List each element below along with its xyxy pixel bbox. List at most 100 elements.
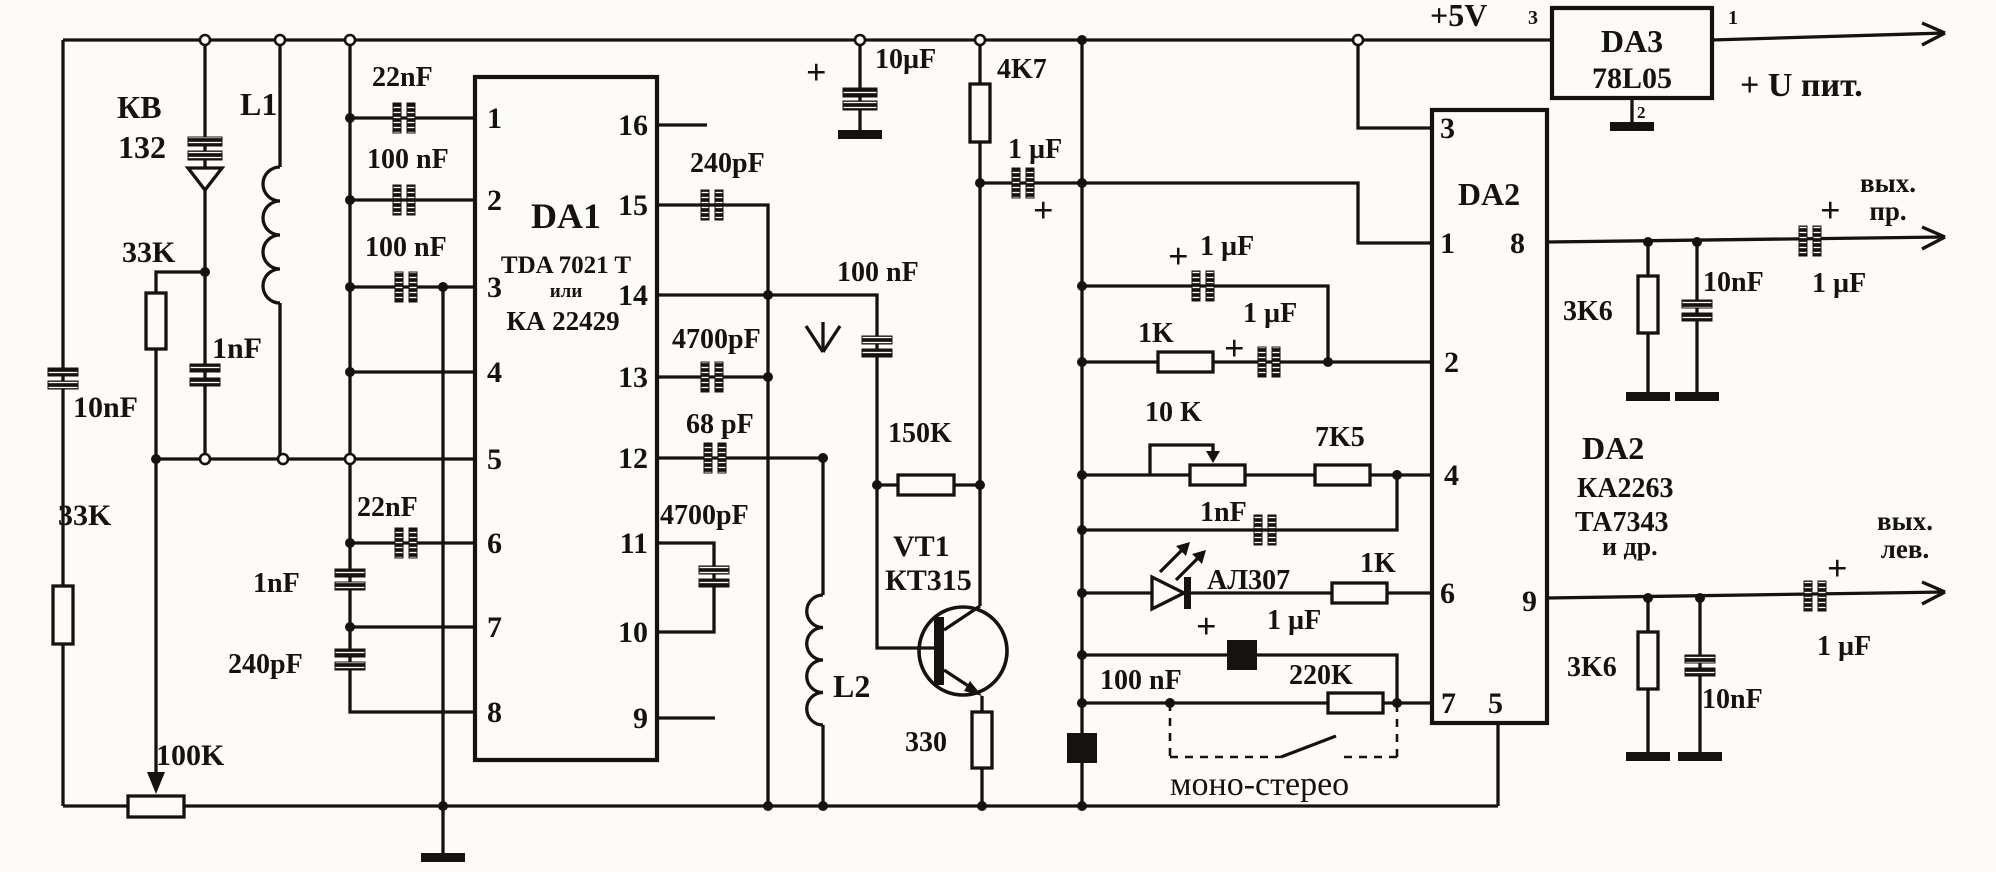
label-c68pf_p12: 68 pF xyxy=(686,409,754,440)
junction-dot xyxy=(200,267,210,277)
label-plus: + xyxy=(1820,190,1841,230)
label-plus: + xyxy=(1827,548,1848,588)
label-out_r2: пр. xyxy=(1869,196,1906,226)
capacitor-plate xyxy=(187,150,223,161)
label-upit: + U пит. xyxy=(1740,67,1863,104)
capacitor-plate xyxy=(703,442,713,474)
junction-ring xyxy=(853,33,867,47)
label-da2_left-5: 7 xyxy=(1441,687,1456,720)
label-da2_left-1: 1 xyxy=(1440,227,1455,260)
label-c1uf_c: 1 µF xyxy=(1243,298,1297,329)
capacitor-plate xyxy=(1681,312,1713,322)
junction-dot xyxy=(1077,35,1087,45)
label-r33k_top: 33K xyxy=(122,236,176,269)
junction-dot xyxy=(975,178,985,188)
ground-icon xyxy=(1610,122,1654,131)
label-c22nf_p1: 22nF xyxy=(372,62,433,93)
junction-dot xyxy=(1077,698,1087,708)
label-c10uf: 10µF xyxy=(875,44,936,75)
ic-da1 xyxy=(472,74,660,763)
label-c1nf_r: 1nF xyxy=(1200,497,1247,528)
label-r10k: 10 K xyxy=(1145,397,1202,428)
capacitor-plate xyxy=(1817,580,1827,612)
junction-ring xyxy=(273,33,287,47)
label-da2_name: DA2 xyxy=(1458,176,1520,212)
capacitor-1uf-square xyxy=(1227,640,1257,670)
label-da1_part2: КА 22429 xyxy=(506,306,619,336)
resistor-150k xyxy=(896,473,956,497)
junction-dot xyxy=(1077,357,1087,367)
capacitor-plate xyxy=(842,87,878,98)
label-da1_right-0: 16 xyxy=(618,109,648,142)
label-plus: + xyxy=(1033,190,1054,230)
inductor-l2 xyxy=(805,593,824,727)
label-plus: + xyxy=(806,52,827,92)
junction-dot xyxy=(872,480,882,490)
label-da1_left-1: 2 xyxy=(487,184,502,217)
label-da2_left-2: 2 xyxy=(1444,346,1459,379)
capacitor-plate xyxy=(189,377,221,387)
label-c10nf_b: 10nF xyxy=(1702,684,1763,715)
capacitor-plate xyxy=(1684,667,1716,677)
junction-dot xyxy=(977,801,987,811)
label-r3k6_b: 3K6 xyxy=(1567,652,1617,683)
label-da1_right-6: 10 xyxy=(618,616,648,649)
label-da1_right-3: 13 xyxy=(618,361,648,394)
label-r3k6_a: 3K6 xyxy=(1563,296,1613,327)
junction-dot xyxy=(1165,698,1175,708)
capacitor-plate xyxy=(394,271,404,303)
transistor-base-bar xyxy=(934,617,944,685)
label-led: АЛ307 xyxy=(1207,565,1290,596)
ground-icon xyxy=(1678,752,1722,761)
label-plus: + xyxy=(1224,328,1245,368)
junction-dot xyxy=(1695,593,1705,603)
wire xyxy=(1082,284,1330,362)
resistor-330 xyxy=(970,710,994,770)
label-c1nf_bus: 1nF xyxy=(253,568,300,599)
label-da2_left-4: 6 xyxy=(1440,577,1455,610)
junction-dot xyxy=(345,538,355,548)
label-da1_left-2: 3 xyxy=(487,271,502,304)
label-c100nf_p2: 100 nF xyxy=(367,144,449,175)
label-kt315: КТ315 xyxy=(885,564,972,597)
wire xyxy=(1082,653,1399,703)
wire xyxy=(1921,31,1946,47)
wire xyxy=(657,203,770,806)
label-mono: моно-стерео xyxy=(1170,766,1349,803)
label-da2_side1: DA2 xyxy=(1582,430,1644,466)
capacitor-plate xyxy=(1267,514,1277,546)
label-r7k5: 7K5 xyxy=(1315,422,1365,453)
capacitor-plate xyxy=(1798,225,1808,257)
label-da1_left-7: 8 xyxy=(487,696,502,729)
junction-dot xyxy=(1692,237,1702,247)
resistor-1k-b xyxy=(1330,581,1389,605)
label-da1_left-0: 1 xyxy=(487,102,502,135)
label-plus: + xyxy=(1168,236,1189,276)
led-cathode-bar xyxy=(1184,577,1191,609)
junction-dot xyxy=(818,801,828,811)
label-c10nf_left: 10nF xyxy=(73,391,138,424)
label-out_l1: вых. xyxy=(1877,506,1933,536)
capacitor-plate xyxy=(1011,167,1021,199)
label-r4k7: 4K7 xyxy=(997,54,1047,85)
wire xyxy=(804,325,825,353)
capacitor-plate xyxy=(334,568,366,578)
label-out_r1: вых. xyxy=(1860,168,1916,198)
label-l2: L2 xyxy=(833,668,870,704)
label-r150k: 150K xyxy=(888,418,952,449)
label-r330: 330 xyxy=(905,727,947,758)
junction-dot xyxy=(1077,525,1087,535)
label-c1uf_or: 1 µF xyxy=(1812,268,1866,299)
resistor-1k-a xyxy=(1156,350,1215,374)
varicap-kv132-icon xyxy=(184,166,226,193)
junction-ring xyxy=(1351,33,1365,47)
label-c100nf_sq: 100 nF xyxy=(1100,665,1182,696)
capacitor-plate xyxy=(700,189,710,221)
junction-dot xyxy=(345,195,355,205)
label-r1k_a: 1K xyxy=(1138,318,1174,349)
label-da2_left-0: 3 xyxy=(1440,112,1455,145)
potentiometer-10k xyxy=(1188,463,1247,487)
capacitor-plate xyxy=(714,361,724,393)
capacitor-plate xyxy=(861,348,893,358)
